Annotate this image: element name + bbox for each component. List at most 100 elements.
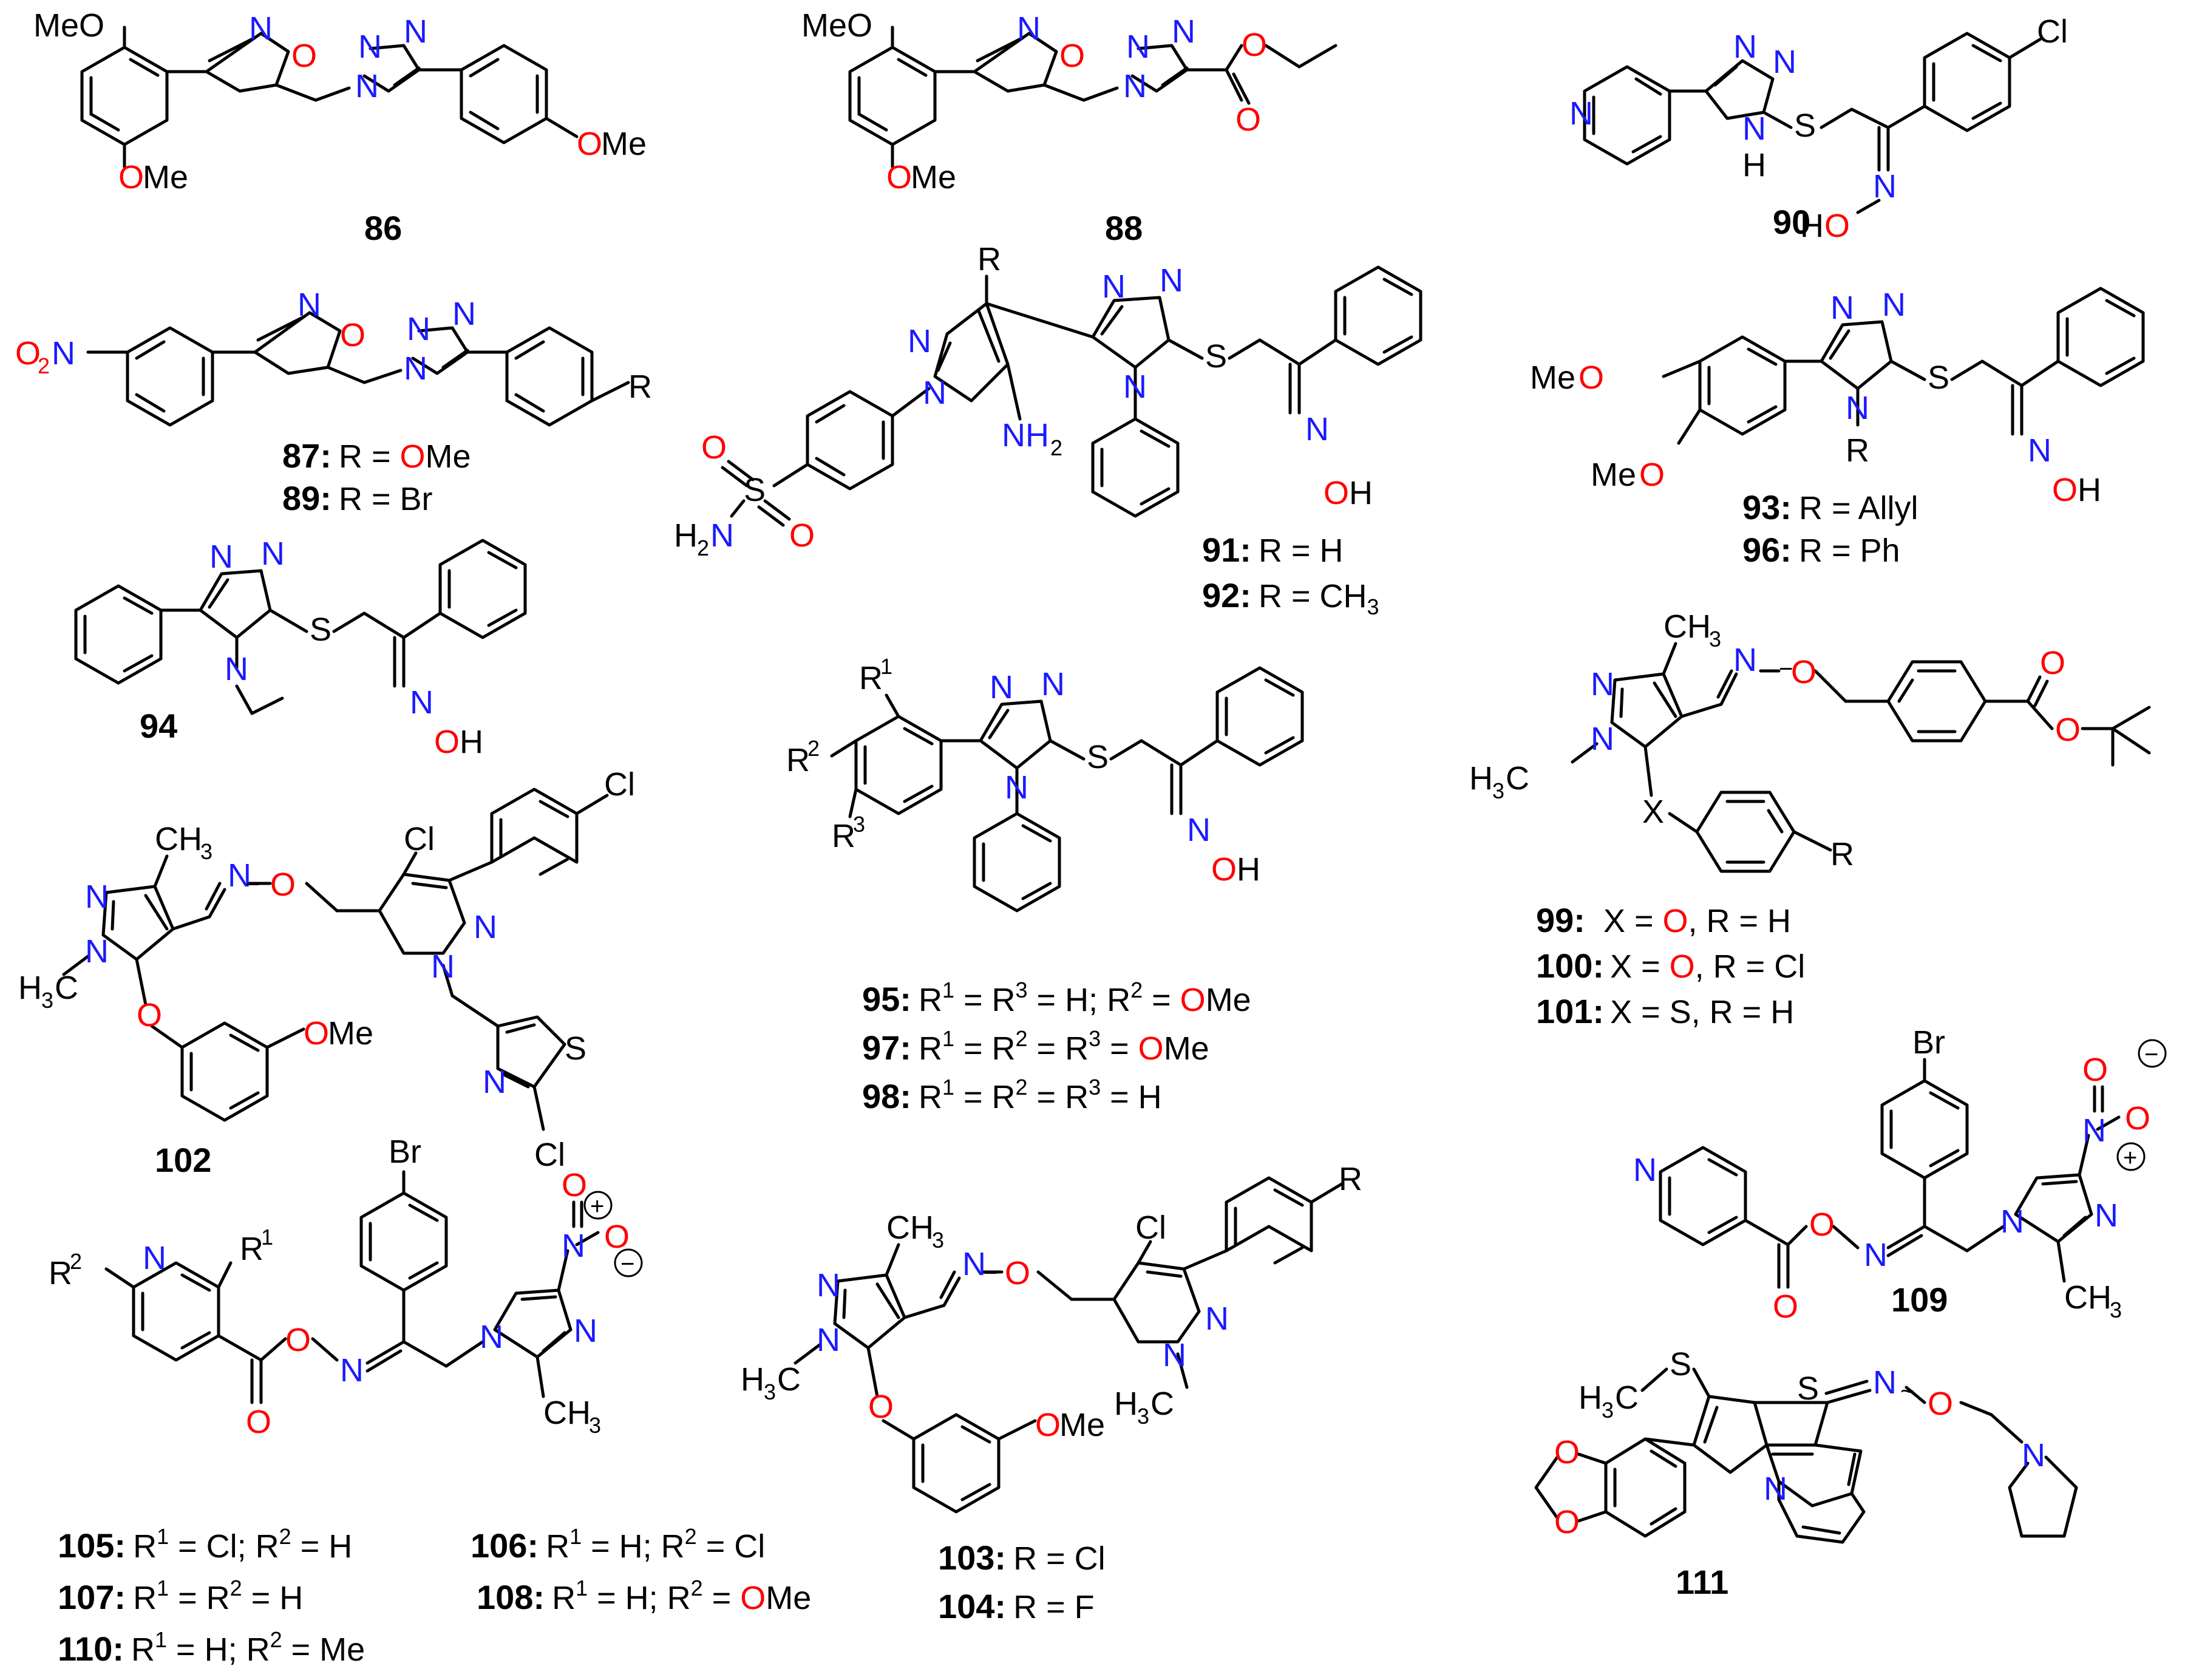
atom-label: + xyxy=(2123,1144,2137,1171)
atom-label: O xyxy=(2082,1052,2108,1088)
atom-label: N xyxy=(249,10,273,47)
atom-label: R xyxy=(628,369,652,405)
atom-label: O xyxy=(118,159,144,196)
atom-label: 2 xyxy=(807,736,820,761)
atom-label: 2 xyxy=(38,353,50,378)
compound-number: 109 xyxy=(1891,1280,1948,1319)
atom-label: N xyxy=(404,350,427,387)
atom-label: S xyxy=(744,472,766,508)
atom-label: N xyxy=(85,879,109,915)
atom-label: 3 xyxy=(853,812,865,837)
atom-label: O xyxy=(1242,27,1267,63)
atom-label: N xyxy=(410,684,433,721)
compound-94: N N N S N O H 94 xyxy=(74,536,527,760)
atom-label: N xyxy=(1873,168,1897,205)
atom-label: N xyxy=(1569,95,1593,132)
atom-label: − xyxy=(620,1251,634,1277)
compound-label-93: 93:R = Allyl xyxy=(1742,488,1918,526)
atom-label: O xyxy=(1059,38,1085,74)
compound-87-89: O 2 N N O N N N R 87:R = OMe 89:R = Br xyxy=(15,287,652,517)
atom-label: 2 xyxy=(697,536,709,560)
atom-label: N xyxy=(225,651,248,687)
atom-label: MeO xyxy=(33,7,104,44)
atom-label: N xyxy=(2095,1197,2118,1234)
atom-label: C xyxy=(55,970,78,1006)
atom-label: O xyxy=(577,126,602,162)
atom-label: N xyxy=(358,29,382,65)
atom-label: − xyxy=(984,1260,997,1287)
atom-label: Cl xyxy=(1135,1209,1166,1246)
atom-label: O xyxy=(1235,101,1261,138)
atom-label: Me xyxy=(328,1015,373,1052)
atom-label: CH xyxy=(1663,608,1711,645)
atom-label: X xyxy=(1642,794,1664,830)
compound-label-104: 104:R = F xyxy=(938,1587,1095,1625)
atom-label: N xyxy=(297,287,321,323)
compound-number: 102 xyxy=(155,1141,211,1179)
atom-label: N xyxy=(1733,29,1757,65)
atom-label: N xyxy=(1873,1364,1897,1401)
compound-103-104: CH 3 N N H 3 C O N − O Cl N N H 3 C R O … xyxy=(741,1161,1362,1625)
compound-number: 90 xyxy=(1773,203,1810,241)
compound-label-95: 95:R1 = R3 = H; R2 = OMe xyxy=(862,978,1251,1018)
atom-label: H xyxy=(1469,760,1493,797)
atom-label: O xyxy=(246,1404,271,1440)
atom-label: O xyxy=(137,997,162,1033)
atom-label: N xyxy=(355,68,379,104)
atom-label: N xyxy=(261,536,285,572)
atom-label: 3 xyxy=(200,839,212,864)
atom-label: N xyxy=(817,1322,840,1358)
atom-label: N xyxy=(962,1246,986,1282)
atom-label: N xyxy=(1160,262,1183,299)
compound-label-97: 97:R1 = R2 = R3 = OMe xyxy=(862,1026,1209,1067)
atom-label: CH xyxy=(543,1395,591,1431)
atom-label: S xyxy=(1928,359,1949,396)
atom-label: O xyxy=(1554,1434,1580,1471)
atom-label: − xyxy=(1779,656,1793,682)
atom-label: N xyxy=(52,335,75,372)
atom-label: O xyxy=(1639,457,1665,493)
atom-label: N xyxy=(228,857,251,894)
atom-label: R xyxy=(859,660,883,696)
compound-number: 86 xyxy=(364,209,402,247)
compound-label-99: 99:X = O, R = H xyxy=(1536,901,1791,939)
atom-label: O xyxy=(285,1322,311,1358)
atom-label: N xyxy=(562,1228,585,1264)
compound-label-105: 105:R1 = Cl; R2 = H xyxy=(58,1524,352,1565)
atom-label: N xyxy=(817,1267,840,1304)
atom-label: N xyxy=(2000,1203,2024,1240)
atom-label: 3 xyxy=(1137,1404,1149,1429)
atom-label: CH xyxy=(2064,1279,2112,1316)
atom-label: H xyxy=(1237,851,1260,888)
atom-label: N xyxy=(1733,642,1757,678)
atom-label: O xyxy=(2125,1100,2150,1137)
compound-91-92: R N N NH 2 N N N S N O H S O O H 2 N 91:… xyxy=(674,241,1422,619)
atom-label: H xyxy=(460,724,483,760)
atom-label: O xyxy=(562,1167,587,1203)
atom-label: N xyxy=(1187,812,1211,848)
atom-label: N xyxy=(407,311,430,347)
compound-label-106: 106:R1 = H; R2 = Cl xyxy=(471,1524,765,1565)
atom-label: N xyxy=(923,375,946,411)
atom-label: − xyxy=(2144,1041,2158,1068)
atom-label: Cl xyxy=(2037,13,2068,50)
atom-label: 3 xyxy=(41,988,53,1013)
compound-label-100: 100:X = O, R = Cl xyxy=(1536,947,1805,985)
atom-label: N xyxy=(1591,721,1614,757)
atom-label: O xyxy=(291,38,317,74)
atom-label: + xyxy=(590,1193,604,1220)
compound-95-97-98: R 1 R 2 R 3 N N N S N O H 95:R1 = R3 = H… xyxy=(786,654,1304,1115)
atom-label: O xyxy=(2052,472,2078,508)
atom-label: O xyxy=(15,335,41,372)
atom-label: N xyxy=(483,1064,506,1100)
atom-label: N xyxy=(1123,369,1147,405)
atom-label: N xyxy=(2082,1112,2106,1149)
atom-label: N xyxy=(1591,666,1614,702)
atom-label: O xyxy=(1554,1504,1580,1540)
compound-label-103: 103:R = Cl xyxy=(938,1539,1106,1577)
atom-label: R xyxy=(49,1255,72,1291)
atom-label: N xyxy=(452,296,476,332)
atom-label: O xyxy=(2055,712,2081,748)
atom-label: Me xyxy=(1059,1407,1105,1443)
